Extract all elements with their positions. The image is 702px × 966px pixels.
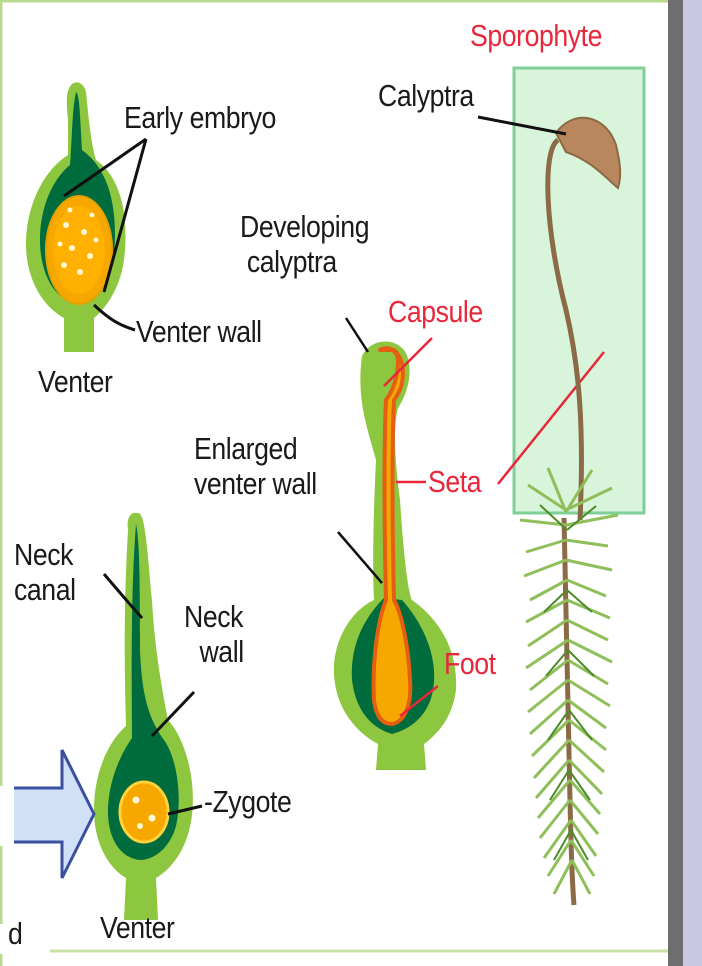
early-embryo-label: Early embryo: [124, 102, 276, 133]
calyptra-label: Calyptra: [378, 80, 474, 111]
panel-border: [668, 0, 683, 966]
neck-canal-label: Neck canal: [14, 538, 76, 607]
zygote-label: -Zygote: [204, 786, 291, 817]
scrollbar-track: [683, 0, 702, 966]
foot-label: Foot: [444, 648, 496, 679]
venter-wall-label: Venter wall: [136, 316, 262, 347]
seta-label: Seta: [428, 466, 481, 497]
cut-off-label: d: [8, 918, 22, 949]
enlarged-venter-wall-label: Enlarged venter wall: [194, 432, 317, 501]
capsule-label: Capsule: [388, 296, 483, 327]
venter-bottom-label: Venter: [100, 912, 174, 943]
sporophyte-label: Sporophyte: [470, 20, 602, 51]
venter-top-label: Venter: [38, 366, 112, 397]
neck-wall-label: Neck wall: [184, 600, 244, 669]
developing-calyptra-label: Developing calyptra: [240, 210, 369, 279]
